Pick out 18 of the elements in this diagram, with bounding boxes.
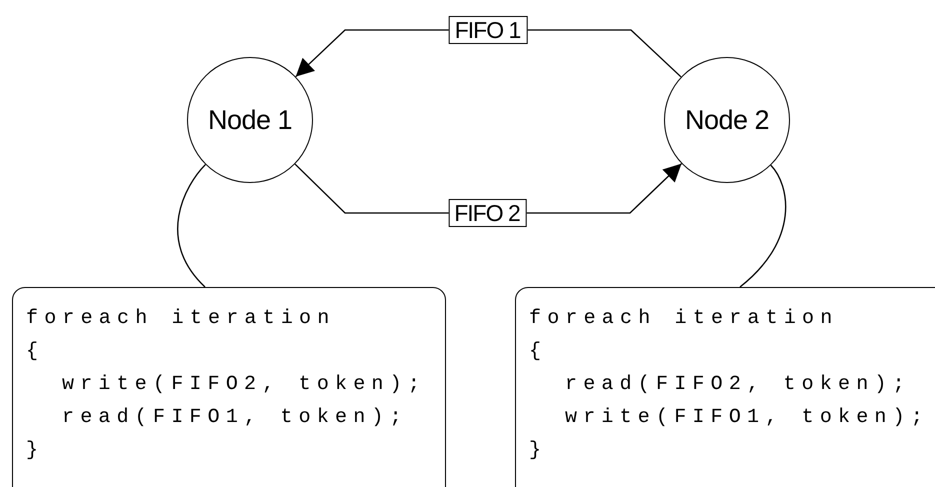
code-line: foreach iteration xyxy=(26,306,336,332)
connector-line xyxy=(177,164,206,288)
code-line: } xyxy=(529,438,548,464)
code-box xyxy=(515,287,935,487)
code-line: write(FIFO2, token); xyxy=(62,372,426,398)
code-line: read(FIFO2, token); xyxy=(565,372,911,398)
connector-line xyxy=(740,164,786,288)
code-line: { xyxy=(26,339,44,365)
edge-label: FIFO 1 xyxy=(448,16,528,44)
code-line: } xyxy=(26,438,44,464)
code-line: { xyxy=(529,339,548,365)
code-line: foreach iteration xyxy=(529,306,838,332)
code-box xyxy=(12,287,446,487)
node-label: Node 1 xyxy=(208,104,292,136)
code-line: read(FIFO1, token); xyxy=(62,405,408,431)
edge-label: FIFO 2 xyxy=(448,199,527,227)
code-line: write(FIFO1, token); xyxy=(565,405,930,431)
node-label: Node 2 xyxy=(684,104,770,136)
